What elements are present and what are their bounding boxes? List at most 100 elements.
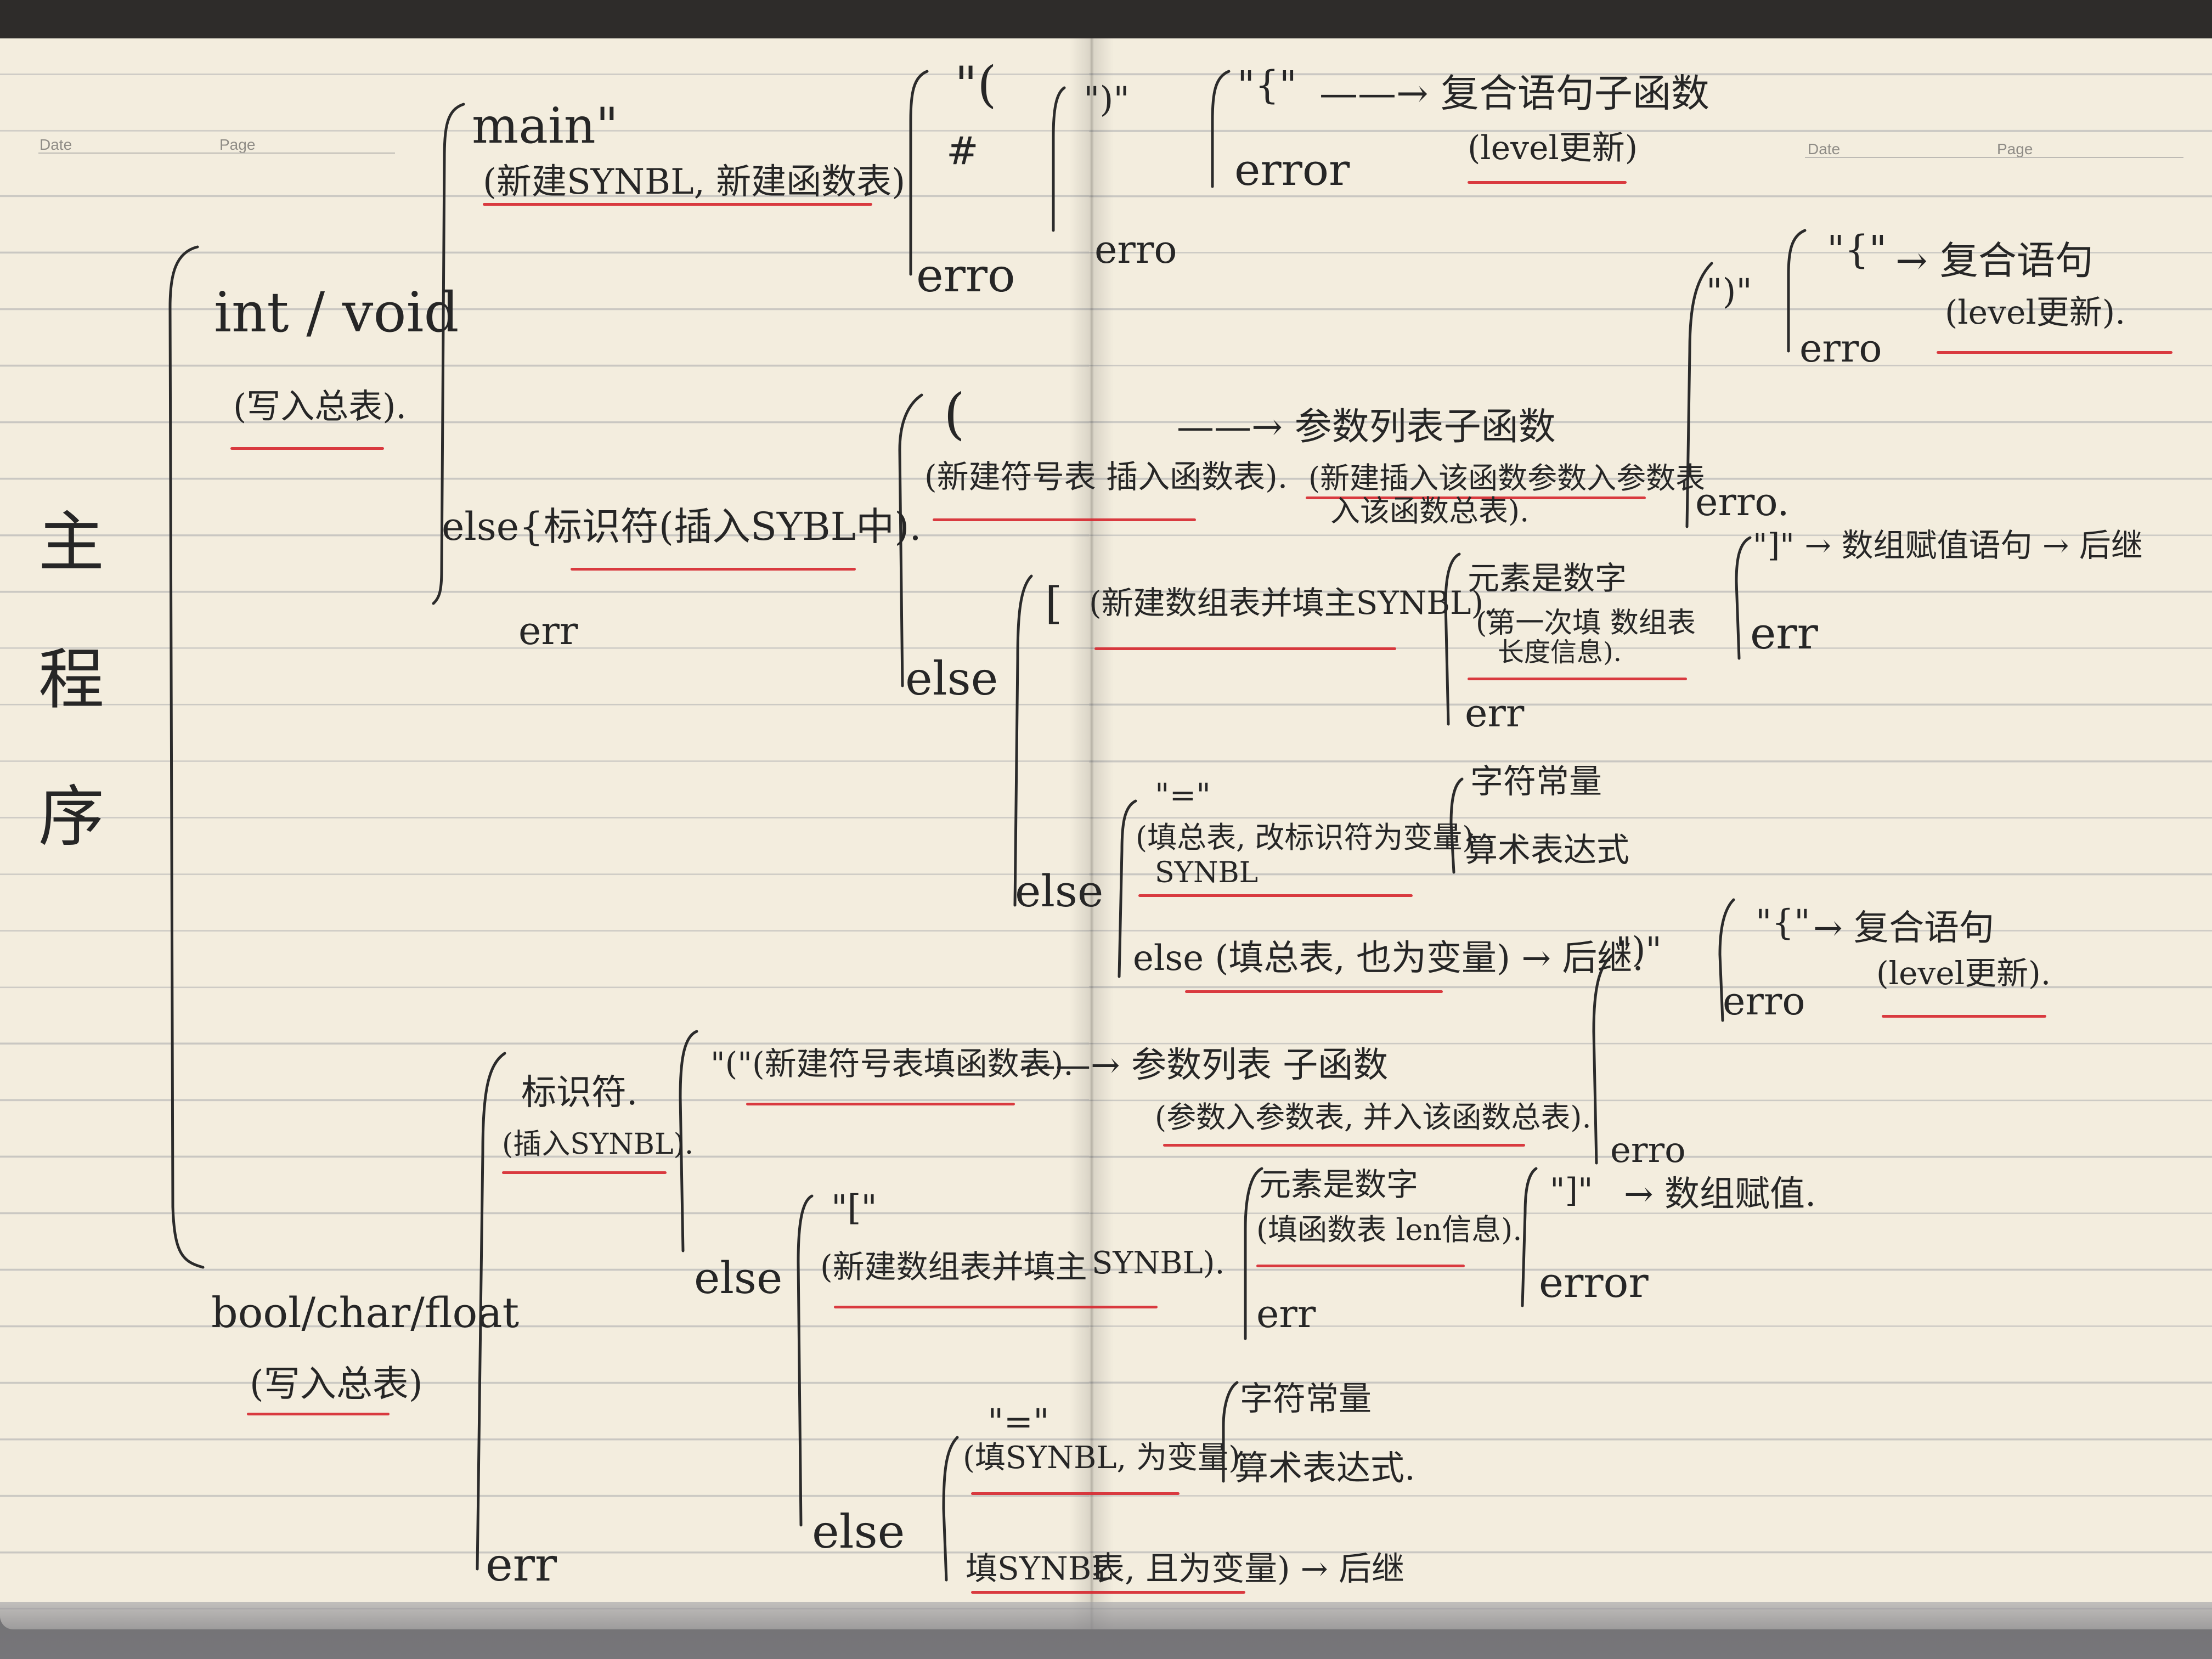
underline-params-2	[1163, 1144, 1525, 1147]
right-top-brace	[1685, 262, 1713, 528]
new-array-note: (新建数组表并填主	[820, 1248, 1087, 1285]
err-label-4: err	[1465, 691, 1525, 736]
elem-digit-note: (第一次填 数组表	[1476, 607, 1696, 640]
erro-label-3: erro	[1799, 326, 1882, 371]
notebook-left-page	[0, 38, 1089, 1629]
compound-func: ——→ 复合语句子函数	[1319, 71, 1709, 116]
bool-sub-brace	[679, 1030, 698, 1252]
ident-note: (插入SYNBL).	[502, 1128, 694, 1161]
else-label-1: else	[905, 652, 998, 706]
elem-brace-2	[1244, 1167, 1263, 1340]
else-label-3: else	[812, 1505, 905, 1559]
brace-2: "{"	[1827, 227, 1887, 272]
brace-3: "{"	[1756, 902, 1810, 943]
fill-synbl-table: 填SYNBL	[966, 1550, 1113, 1587]
erro-label-4: erro.	[1695, 479, 1790, 524]
underline-elem-2	[1256, 1265, 1465, 1267]
hash-mark: #	[946, 128, 979, 173]
else-label-4: else	[1015, 866, 1104, 917]
right-page-label: Page	[1997, 140, 2033, 157]
bool-ident-brace	[476, 1052, 506, 1571]
right-brace-2	[1787, 229, 1807, 353]
title-char-3: 序	[38, 779, 104, 855]
erro-label-5: erro	[1723, 979, 1805, 1024]
error-label-1: error	[1234, 144, 1350, 195]
bracket-brace-2	[797, 1194, 814, 1527]
main-brace	[168, 245, 205, 1269]
bracket-label: "["	[831, 1188, 877, 1228]
underline-compound-2	[1882, 1015, 2046, 1018]
left-header-line	[38, 153, 395, 154]
title-char-1: 主	[38, 505, 104, 581]
int-void-brace	[432, 103, 465, 605]
else-fill-label: else (填总表, 也为变量) → 后继.	[1133, 938, 1644, 979]
compound-1: → 复合语句	[1895, 238, 2094, 283]
underline-compound-1	[1937, 351, 2172, 354]
bool-note: (写入总表)	[250, 1363, 423, 1405]
title-char-2: 程	[38, 642, 104, 718]
element-brace	[1444, 552, 1461, 726]
bracket-open-2: [	[1045, 578, 1063, 629]
underline-fill-var	[971, 1591, 1245, 1594]
right-date-label: Date	[1808, 140, 1841, 157]
else-label-2: else	[694, 1252, 783, 1304]
err-label-2: err	[486, 1538, 557, 1592]
left-date-label: Date	[40, 136, 72, 153]
left-page-label: Page	[219, 136, 256, 153]
params-note-2: 入该函数总表).	[1330, 494, 1530, 528]
else-ident: else{标识符(插入SYBL中).	[442, 504, 922, 549]
err-label-5: err	[1256, 1291, 1316, 1336]
paren-open-3: "("(新建符号表填函数表).	[710, 1045, 1074, 1082]
main-note: (新建SYNBL, 新建函数表)	[483, 162, 906, 202]
underline-else-fill	[1185, 990, 1443, 993]
fill-var-label: 表, 且为变量) → 后继	[1092, 1550, 1404, 1588]
paren-open-2: (	[944, 382, 966, 446]
elem-digit-note-2: 长度信息).	[1498, 637, 1622, 668]
compound-1-note: (level更新).	[1945, 294, 2126, 332]
error-brace-top	[1211, 70, 1231, 188]
main-label: main"	[472, 97, 619, 155]
params-note: (新建插入该函数参数入参数表	[1308, 461, 1706, 495]
elem-digit-2-label: 元素是数字	[1259, 1166, 1419, 1203]
desk-background	[0, 1602, 2212, 1659]
lower-right-brace	[1592, 953, 1615, 1165]
array-brace	[1735, 536, 1752, 660]
close-bracket-2: "]"	[1550, 1171, 1593, 1210]
erro-label-6: erro	[1610, 1130, 1686, 1171]
close-paren-3: ")"	[1616, 930, 1662, 970]
underline-ident	[571, 568, 856, 571]
close-paren-1: ")"	[1084, 80, 1130, 120]
int-void-label: int / void	[214, 280, 459, 345]
eq-sign-2: "="	[1155, 776, 1211, 814]
compound-func-note: (level更新)	[1468, 129, 1638, 167]
elem-digit-2-note: (填函数表 len信息).	[1256, 1212, 1522, 1247]
underline-new-array-2	[834, 1306, 1158, 1308]
fill-synbl-var: (填SYNBL, 为变量)	[963, 1440, 1240, 1476]
underline-fill-synbl	[971, 1492, 1180, 1495]
underline-compound-func	[1468, 181, 1627, 184]
compound-2: → 复合语句	[1813, 908, 1994, 949]
underline-params	[933, 518, 1196, 521]
array-bracket-label: "]" → 数组赋值语句 → 后继	[1753, 527, 2143, 564]
brace-open-1: "{"	[1237, 63, 1297, 108]
bool-char-float-label: bool/char/float	[211, 1288, 520, 1337]
close-bracket-brace	[1521, 1167, 1538, 1307]
char-const-2: 字符常量	[1240, 1380, 1372, 1418]
underline-fill-total	[1138, 894, 1413, 897]
underline-paren-3	[746, 1103, 1015, 1105]
int-void-else-brace	[898, 393, 923, 687]
underline-int-void-note	[230, 447, 384, 450]
notebook-right-page	[1089, 38, 2212, 1629]
err-label-1: err	[518, 608, 578, 653]
erro-label-1: erro	[916, 249, 1015, 302]
eq-brace	[1118, 799, 1137, 978]
params-arrow: ——→ 参数列表子函数	[1177, 405, 1556, 449]
params-arrow-2: ——→ 参数列表 子函数	[1020, 1045, 1389, 1086]
arith-expr-label: 算术表达式	[1465, 831, 1629, 870]
compound-2-note: (level更新).	[1876, 955, 2051, 992]
underline-bool-note	[247, 1413, 390, 1415]
erro-label-2: erro	[1094, 227, 1177, 272]
char-brace-1	[1449, 777, 1464, 874]
synbl-close-label: SYNBL).	[1092, 1245, 1225, 1281]
